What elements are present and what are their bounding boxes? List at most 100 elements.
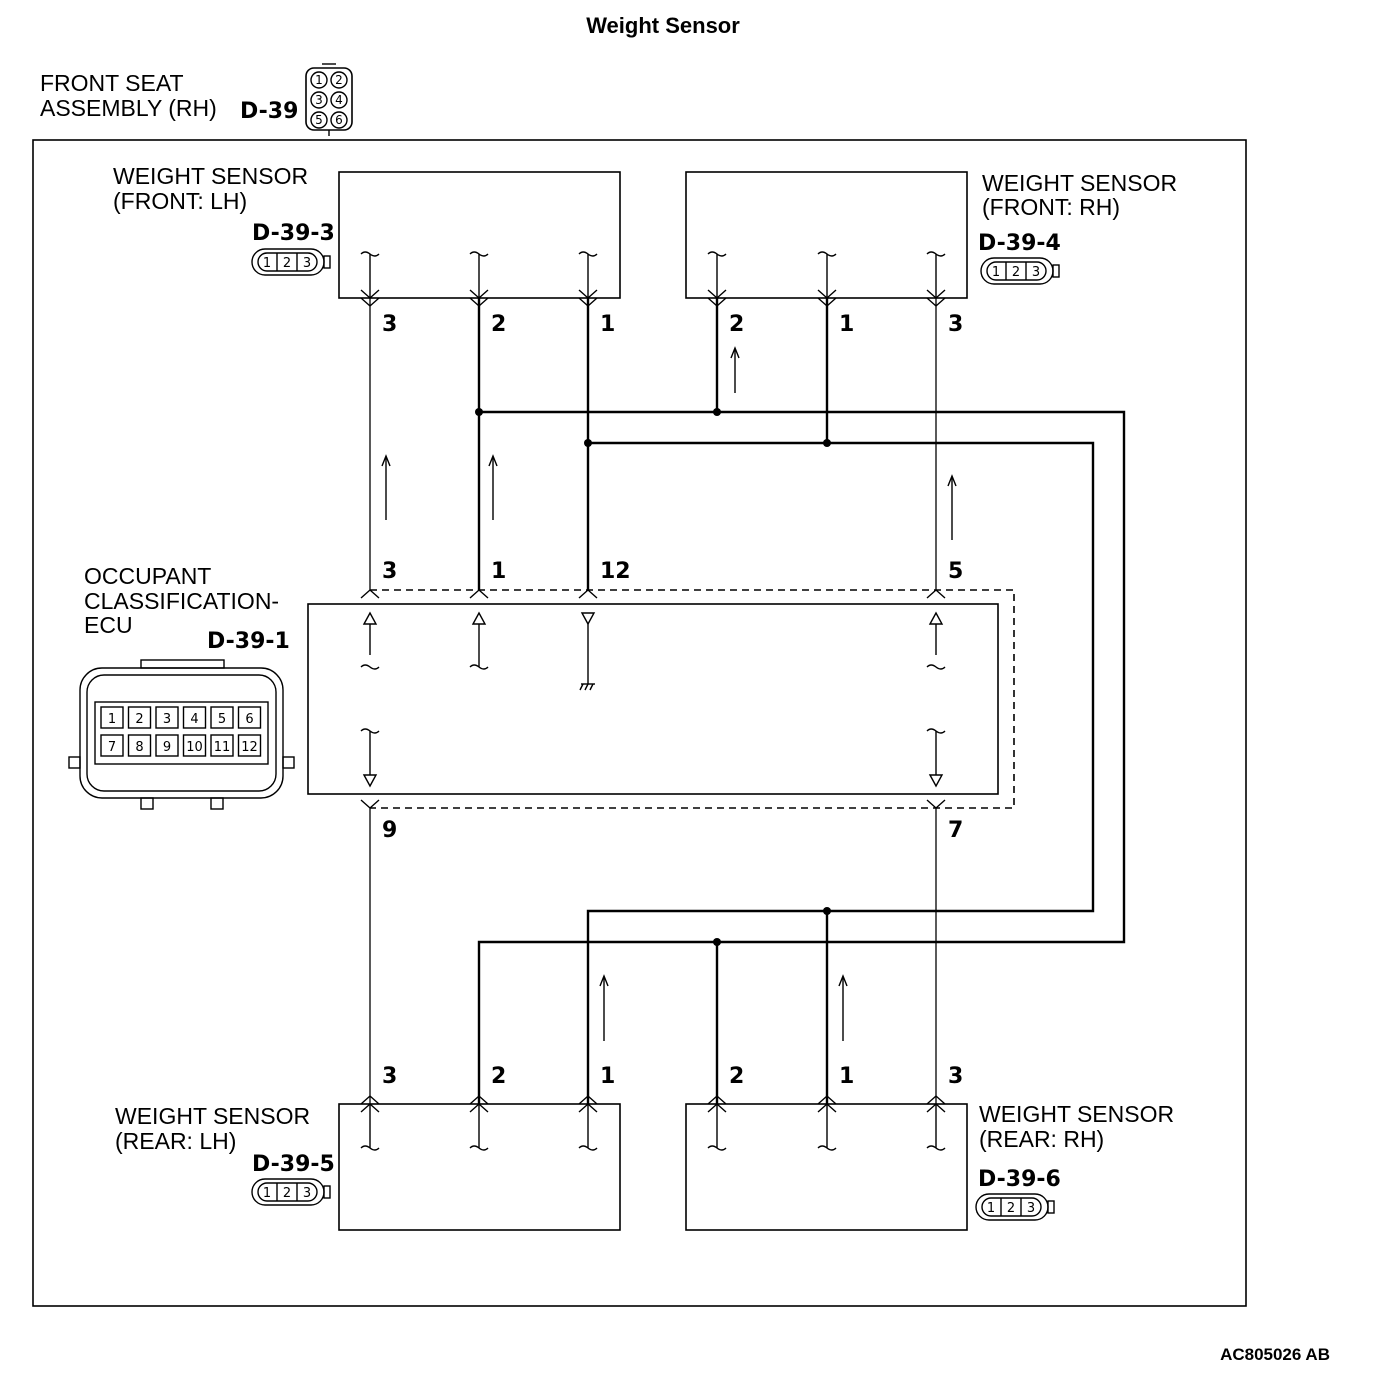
diagram-reference-code: AC805026 AB	[1220, 1345, 1330, 1364]
ecu-pin-label: 5	[948, 559, 963, 584]
assembly-pin-5: 5	[315, 113, 323, 127]
ecu-terminal-icon	[360, 799, 380, 809]
assembly-connector-code: D-39	[240, 99, 298, 124]
front-lh-pin-label: 2	[491, 312, 506, 337]
connector-terminal-icon	[926, 1095, 946, 1151]
ecu-connector-pin-cell	[100, 734, 124, 757]
ecu-pin-label: 1	[491, 559, 506, 584]
front-lh-label-line2: (FRONT: LH)	[113, 188, 247, 214]
flow-arrow-icon	[381, 454, 391, 520]
ecu-connector-pin-number: 2	[135, 712, 143, 727]
front-rh-label-line2: (FRONT: RH)	[982, 194, 1120, 220]
rear-lh-connector-icon: 1 2 3	[251, 1178, 331, 1206]
ecu-internal-break-icon	[360, 624, 380, 670]
ecu-connector-pin-number: 9	[163, 740, 171, 755]
ecu-connector-pin-number: 11	[214, 740, 231, 755]
connector-terminal-icon	[817, 251, 837, 307]
ecu-connector-pin-cell	[237, 734, 262, 757]
rear-rh-connector-icon: 1 2 3	[975, 1193, 1055, 1221]
connector-terminal-icon	[360, 1095, 380, 1151]
front-rh-pin-label: 2	[729, 312, 744, 337]
ecu-pin-label: 7	[948, 818, 963, 843]
front-lh-connector-pin-2: 2	[283, 256, 291, 271]
connector-terminal-icon	[926, 251, 946, 307]
rear-rh-connector-pin-2: 2	[1007, 1201, 1015, 1216]
rear-lh-connector-pin-1: 1	[263, 1186, 271, 1201]
connector-terminal-icon	[469, 1095, 489, 1151]
weight-sensor-front-rh: WEIGHT SENSOR (FRONT: RH) D-39-4 1 2 3 2…	[685, 170, 1177, 337]
ecu-connector-pin-cell	[182, 734, 207, 757]
front-rh-connector-pin-2: 2	[1012, 265, 1020, 280]
ecu-connector-pin-cell	[100, 706, 124, 729]
ecu-terminal-icon	[926, 589, 946, 599]
assembly-pin-2: 2	[335, 73, 343, 87]
connector-terminal-icon	[469, 251, 489, 307]
assembly-label-line2: ASSEMBLY (RH)	[40, 95, 217, 121]
ground-icon	[579, 624, 595, 691]
connector-terminal-icon	[707, 1095, 727, 1151]
junction-dot	[584, 439, 592, 447]
rear-lh-pin-label: 3	[382, 1064, 397, 1089]
rear-rh-connector-pin-1: 1	[987, 1201, 995, 1216]
weight-sensor-front-lh: WEIGHT SENSOR (FRONT: LH) D-39-3 1 2 3 3…	[113, 163, 621, 337]
weight-sensor-rear-lh: WEIGHT SENSOR (REAR: LH) D-39-5 1 2 3 3 …	[115, 1064, 621, 1231]
ecu-label-line2: CLASSIFICATION-	[84, 588, 279, 614]
front-lh-connector-pin-3: 3	[303, 256, 311, 271]
ecu-connector-pin-cell	[127, 734, 152, 757]
ecu-connector-pin-number: 5	[218, 712, 226, 727]
connector-terminal-icon	[817, 1095, 837, 1151]
ecu-terminal-icon	[578, 589, 598, 599]
ecu-terminal-icon	[926, 799, 946, 809]
ecu-terminal-icon	[469, 589, 489, 599]
front-rh-connector-pin-3: 3	[1032, 265, 1040, 280]
rear-rh-connector-pin-3: 3	[1027, 1201, 1035, 1216]
assembly-connector-icon: 1 2 3 4 5 6	[305, 63, 353, 136]
rear-rh-pin-label: 3	[948, 1064, 963, 1089]
front-rh-connector-code: D-39-4	[978, 231, 1061, 256]
flow-arrow-icon	[599, 974, 609, 1041]
ecu-connector-pin-number: 12	[241, 740, 258, 755]
rear-lh-pin-label: 1	[600, 1064, 615, 1089]
ecu-connector-pin-number: 4	[190, 712, 198, 727]
front-lh-pin-label: 3	[382, 312, 397, 337]
assembly-pin-6: 6	[335, 113, 343, 127]
ecu-connector-pin-cell	[127, 706, 152, 729]
flow-arrow-icon	[947, 474, 957, 540]
assembly-pin-4: 4	[335, 93, 343, 107]
ecu-connector-pin-number: 1	[108, 712, 116, 727]
front-rh-connector-icon: 1 2 3	[980, 257, 1060, 285]
rear-lh-connector-pin-3: 3	[303, 1186, 311, 1201]
connector-terminal-icon	[360, 251, 380, 307]
rear-lh-pin-label: 2	[491, 1064, 506, 1089]
ecu-output-triangle-icon	[580, 612, 596, 626]
front-lh-pin-label: 1	[600, 312, 615, 337]
ecu-connector-pin-number: 6	[245, 712, 253, 727]
rear-rh-pin-label: 2	[729, 1064, 744, 1089]
rear-lh-label-line1: WEIGHT SENSOR	[115, 1103, 310, 1129]
rear-rh-connector-code: D-39-6	[978, 1167, 1061, 1192]
flow-arrow-icon	[838, 974, 848, 1041]
ecu-internal-break-icon	[469, 624, 489, 670]
ecu-connector-pin-cell	[155, 706, 179, 729]
ecu-connector-code: D-39-1	[207, 629, 290, 654]
rear-lh-label-line2: (REAR: LH)	[115, 1128, 236, 1154]
assembly-frame	[32, 139, 1247, 1307]
rear-rh-pin-label: 1	[839, 1064, 854, 1089]
assembly-pin-1: 1	[315, 73, 323, 87]
diagram-title: Weight Sensor	[586, 13, 740, 38]
junction-dot	[823, 439, 831, 447]
flow-arrow-icon	[730, 346, 740, 393]
pin-symbols	[360, 251, 946, 1151]
ecu-connector-pin-cell	[210, 734, 234, 757]
junction-dot	[475, 408, 483, 416]
ecu-connector-pin-number: 7	[108, 740, 116, 755]
wire-power-bus	[477, 410, 1126, 1104]
front-lh-connector-pin-1: 1	[263, 256, 271, 271]
ecu-connector-pin-cell	[182, 706, 207, 729]
assembly-pin-3: 3	[315, 93, 323, 107]
ecu-pin-label: 9	[382, 818, 397, 843]
connector-terminal-icon	[707, 251, 727, 307]
ecu-connector-pin-cell	[155, 734, 179, 757]
junction-dot	[713, 408, 721, 416]
